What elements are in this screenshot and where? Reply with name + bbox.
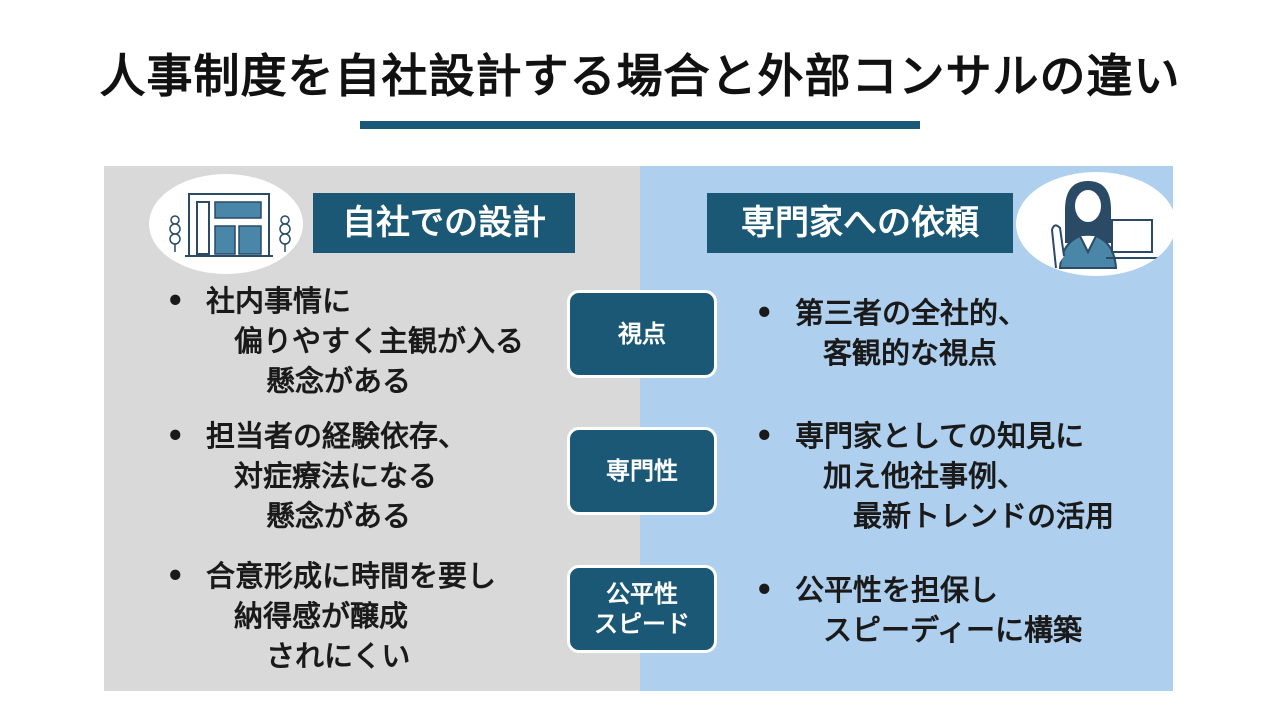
building-icon xyxy=(169,193,291,257)
list-item-right-fairness-speed: • 公平性を担保し スピーディーに構築 xyxy=(755,570,1082,650)
page-title: 人事制度を自社設計する場合と外部コンサルの違い xyxy=(99,49,1181,103)
criteria-label: 専門性 xyxy=(606,457,678,485)
list-item-right-expertise: • 専門家としての知見に 加え他社事例、 最新トレンドの活用 xyxy=(755,416,1114,536)
criteria-expertise: 専門性 xyxy=(567,427,717,515)
bullet-dot: • xyxy=(166,419,185,453)
bullet-dot: • xyxy=(166,559,185,593)
bullet-dot: • xyxy=(755,296,774,330)
criteria-label: 視点 xyxy=(618,320,666,348)
heading-in-house: 自社での設計 xyxy=(313,193,575,253)
bullet-dot: • xyxy=(166,284,185,318)
criteria-label: 公平性 スピード xyxy=(594,580,690,638)
heading-expert: 専門家への依頼 xyxy=(707,193,1013,253)
consultant-icon xyxy=(1050,180,1160,269)
criteria-viewpoint: 視点 xyxy=(567,290,717,378)
consultant-illustration xyxy=(1016,172,1176,276)
list-item-right-viewpoint: • 第三者の全社的、 客観的な視点 xyxy=(755,293,1027,373)
list-item-left-viewpoint: • 社内事情に 偏りやすく主観が入る 懸念がある xyxy=(166,281,524,401)
title-underline xyxy=(360,121,920,129)
bullet-dot: • xyxy=(755,573,774,607)
bullet-dot: • xyxy=(755,419,774,453)
list-item-left-expertise: • 担当者の経験依存、 対症療法になる 懸念がある xyxy=(166,416,467,536)
building-illustration xyxy=(149,174,303,274)
list-item-left-fairness-speed: • 合意形成に時間を要し 納得感が醸成 されにくい xyxy=(166,556,496,676)
criteria-fairness-speed: 公平性 スピード xyxy=(567,565,717,653)
